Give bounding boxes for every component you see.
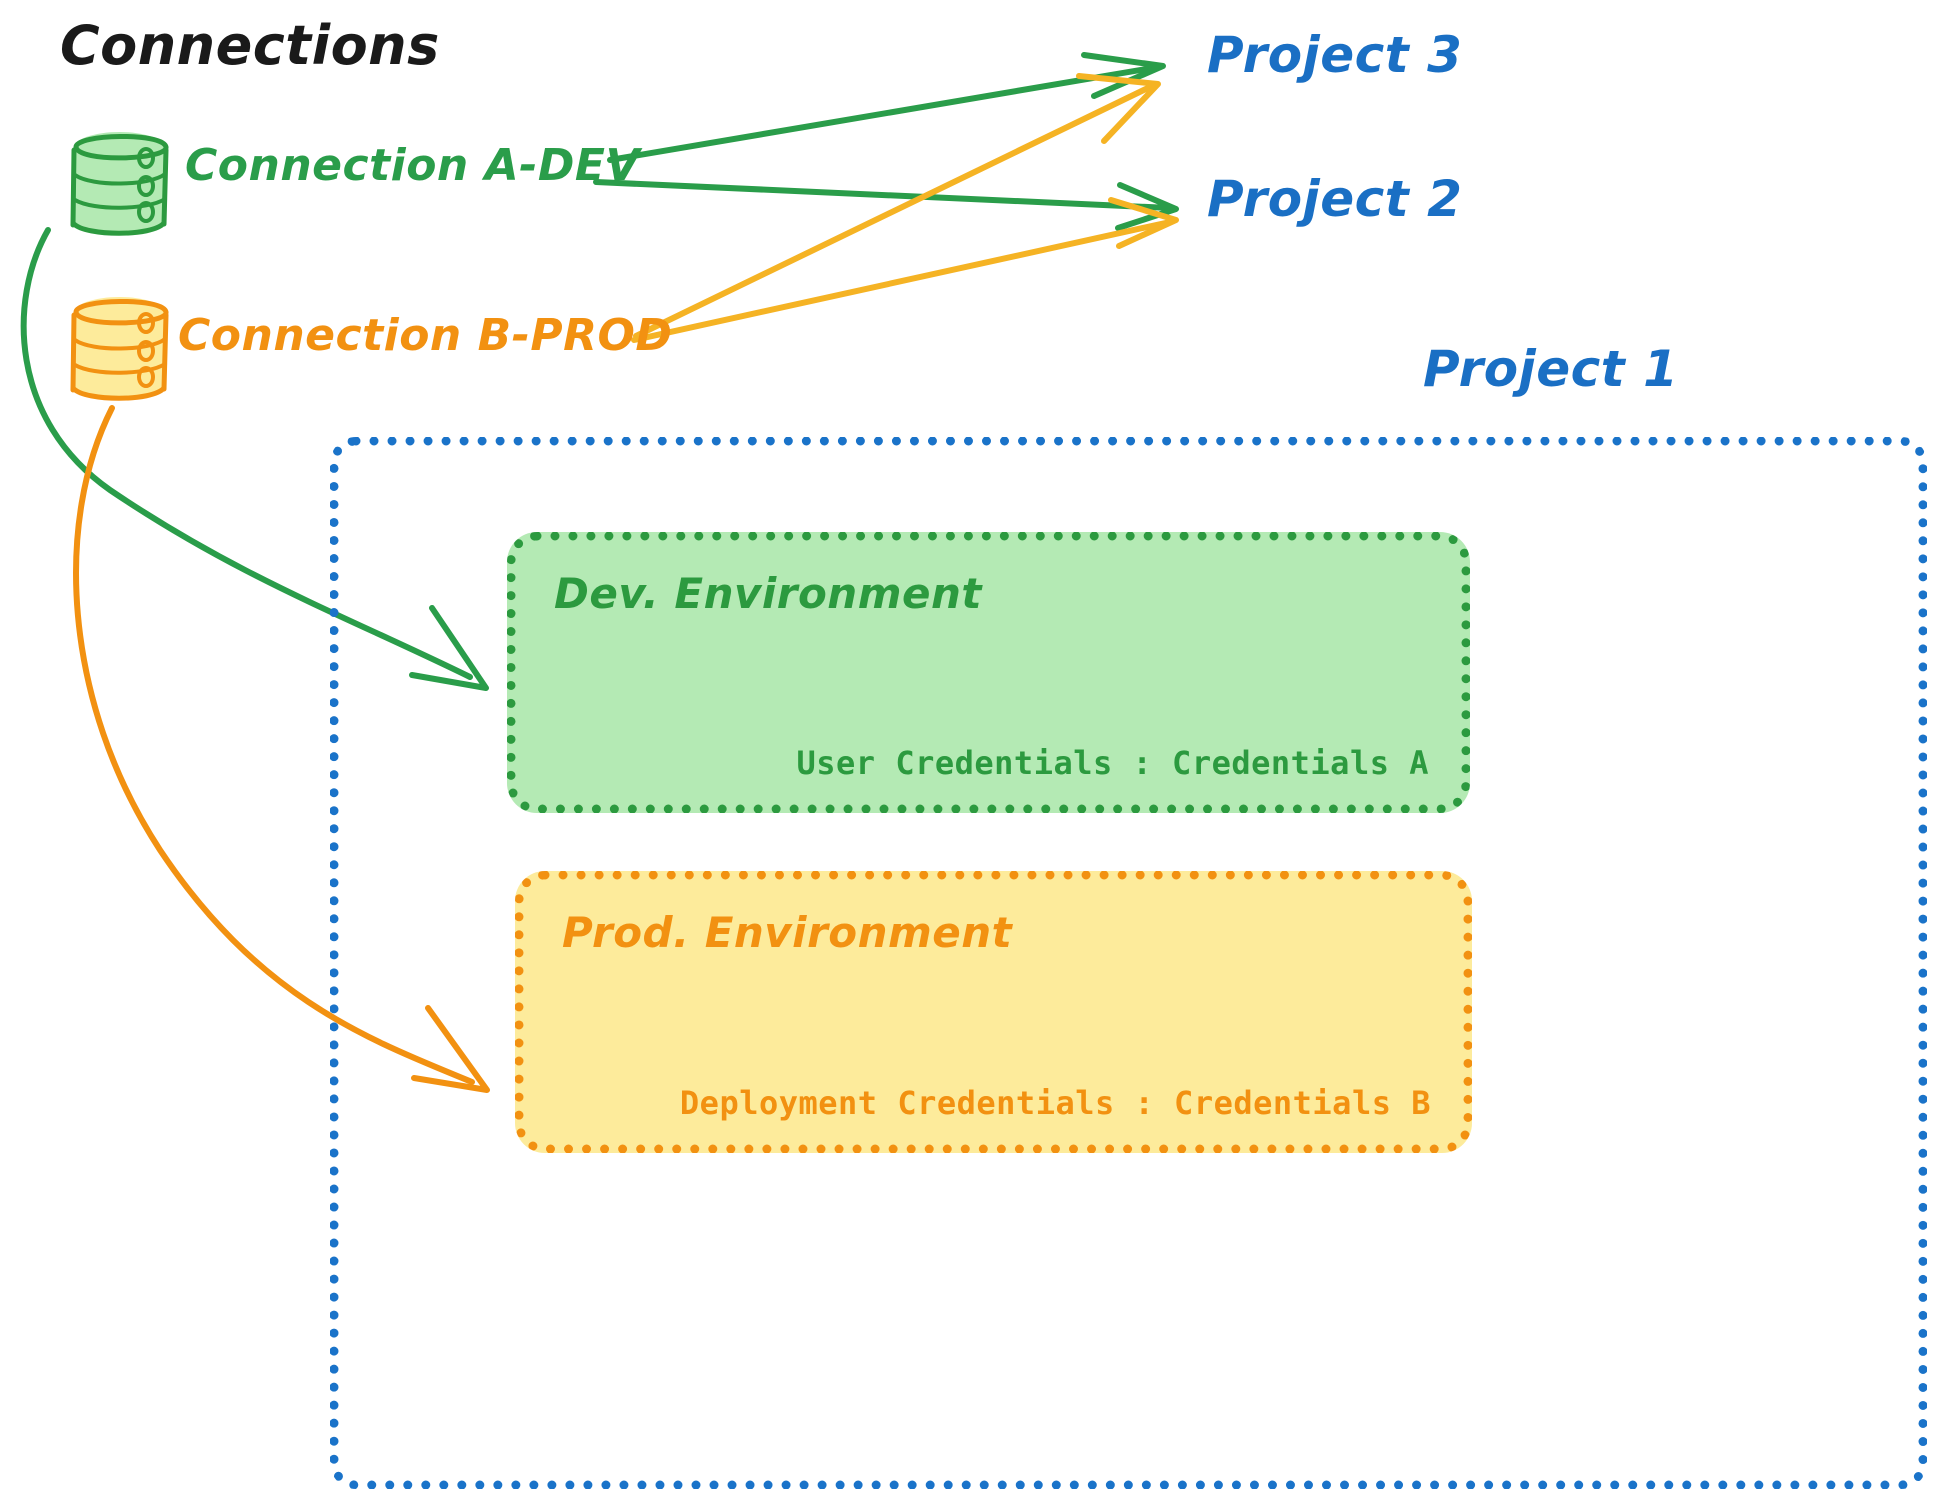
edge-b-prod-to-project-2 <box>631 197 1179 343</box>
edge-b-prod-to-project-3 <box>633 73 1161 339</box>
edge-a-dev-to-project-2 <box>593 179 1179 231</box>
project-3-label[interactable]: Project 3 <box>1207 26 1463 84</box>
prod-environment-title: Prod. Environment <box>562 908 1013 957</box>
connection-a-dev-label[interactable]: Connection A-DEV <box>185 140 641 191</box>
database-cylinder-icon-b-prod <box>70 297 169 401</box>
prod-environment-box[interactable]: Prod. Environment Deployment Credentials… <box>515 871 1472 1153</box>
project-2-label[interactable]: Project 2 <box>1207 170 1463 228</box>
dev-environment-box[interactable]: Dev. Environment User Credentials : Cred… <box>507 532 1470 813</box>
project-1-container: Dev. Environment User Credentials : Cred… <box>330 437 1927 1489</box>
edge-b-prod-to-prod-environment <box>73 405 490 1093</box>
dev-environment-title: Dev. Environment <box>554 569 982 618</box>
connection-b-prod-label[interactable]: Connection B-PROD <box>178 310 673 361</box>
edge-a-dev-to-project-3 <box>607 52 1166 163</box>
prod-environment-credentials: Deployment Credentials : Credentials B <box>679 1084 1431 1122</box>
database-cylinder-icon-a-dev <box>70 132 169 236</box>
project-1-label[interactable]: Project 1 <box>1423 340 1679 398</box>
edge-a-dev-to-dev-environment <box>20 227 489 691</box>
page-title: Connections <box>60 14 440 77</box>
dev-environment-credentials: User Credentials : Credentials A <box>796 744 1429 782</box>
